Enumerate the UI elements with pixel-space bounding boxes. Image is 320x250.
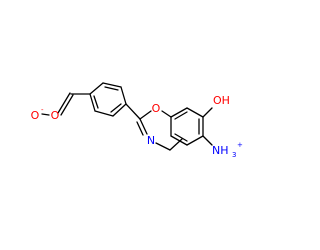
- bond-c7-oh: [202, 107, 213, 118]
- bond-fused-inner-3: [174, 133, 188, 142]
- atom-ring-nitrogen: N: [147, 134, 155, 147]
- bond-c6-c5: [186, 135, 204, 146]
- charge-positive: +: [237, 141, 243, 149]
- bonds: [41, 82, 213, 151]
- bond-n3-c4: [155, 142, 171, 151]
- bond-c2-n3-b: [136, 121, 144, 136]
- atom-peroxide-o-right: O: [51, 109, 60, 122]
- bond-c6-nh3: [202, 135, 213, 146]
- bond-o-c-double-b: [60, 94, 74, 116]
- bond-o1-c8a: [161, 110, 172, 118]
- bond-benzene-6: [89, 93, 96, 112]
- bond-o-o: [41, 113, 50, 116]
- bond-benzene-1: [89, 82, 104, 95]
- bond-benzene-inner-2: [110, 103, 122, 113]
- atom-labels: O - O O OH N NH 3 +: [31, 94, 243, 159]
- bond-benzene-4: [112, 103, 127, 117]
- ammonium-subscript: 3: [232, 151, 236, 159]
- charge-negative: -: [41, 106, 44, 114]
- bond-benzene-2: [102, 82, 122, 88]
- atom-ring-oxygen: O: [152, 102, 161, 115]
- atom-hydroxyl: OH: [213, 94, 230, 107]
- bond-o-c-double-a: [57, 92, 71, 114]
- bond-c2-o1: [139, 110, 152, 120]
- bond-c8-c7: [186, 107, 204, 118]
- bond-benzene-inner-1: [104, 86, 119, 91]
- molecule-structure: O - O O OH N NH 3 +: [31, 82, 243, 159]
- bond-c8a-c8: [170, 107, 188, 118]
- bond-fused-inner-1: [174, 111, 188, 120]
- bond-c5-c4a: [170, 135, 188, 146]
- bond-benzene-inner-3: [93, 95, 99, 109]
- bond-benzene-5: [94, 110, 114, 117]
- bond-c2-n3-a: [139, 118, 148, 135]
- atom-peroxide-o-left: O: [31, 109, 40, 122]
- bond-aryl-c2: [125, 103, 141, 120]
- bond-benzene-3: [120, 86, 127, 105]
- atom-ammonium: NH: [212, 144, 229, 157]
